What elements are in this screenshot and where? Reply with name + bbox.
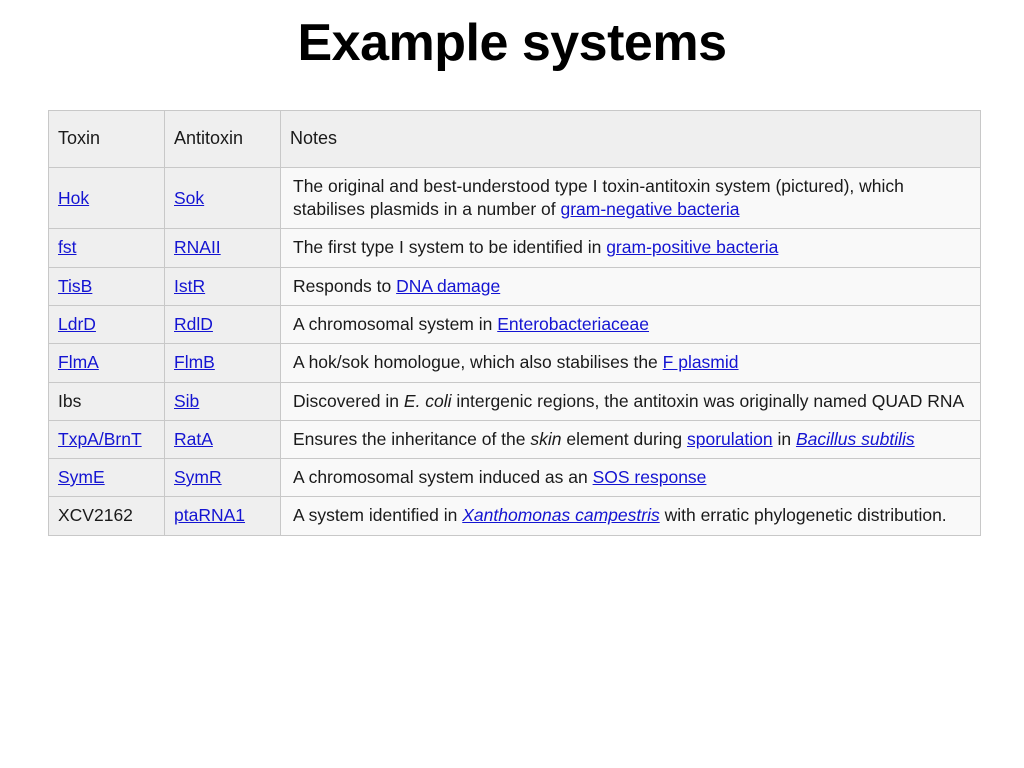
notes-link[interactable]: gram-positive bacteria [606,237,779,258]
notes-text: with erratic phylogenetic distribution. [659,505,947,526]
cell-notes: The original and best-understood type I … [280,166,981,230]
antitoxin-link[interactable]: Sok [174,187,205,208]
notes-text: The first type I system to be identified… [293,237,607,258]
notes-text: intergenic regions, the antitoxin was or… [451,390,965,411]
page-title: Example systems [297,14,728,72]
notes-link[interactable]: sporulation [687,428,773,449]
cell-antitoxin: RdlD [164,304,281,345]
cell-antitoxin: Sib [164,381,281,421]
notes-link[interactable]: gram-negative bacteria [560,199,740,220]
table-row: TxpA/BrnT RatA Ensures the inheritance of … [48,419,981,460]
antitoxin-link[interactable]: RNAII [174,237,221,258]
table-row: Hok Sok The original and best-understood t… [48,166,981,230]
notes-text: Discovered in [293,390,404,411]
notes-link[interactable]: SOS response [592,467,707,488]
antitoxin-link[interactable]: ptaRNA1 [174,505,246,526]
antitoxin-link[interactable]: FlmB [174,352,215,373]
toxin-link[interactable]: TxpA/BrnT [58,428,142,449]
antitoxin-link[interactable]: Sib [174,390,200,411]
cell-antitoxin: RNAII [164,228,281,268]
notes-text: A chromosomal system induced as an [293,467,593,488]
table-row: fst RNAII The first type I system to be id… [48,228,981,268]
cell-toxin: SymE [48,458,165,498]
cell-antitoxin: FlmB [164,343,281,383]
cell-toxin: Ibs [48,381,165,421]
cell-toxin: LdrD [48,304,165,345]
cell-notes: Responds to DNA damage [280,266,981,307]
column-header-antitoxin: Antitoxin [164,110,281,168]
notes-link[interactable]: Xanthomonas campestris [462,505,660,526]
notes-link[interactable]: DNA damage [396,275,501,296]
notes-text: The original and best-understood type I … [293,175,904,220]
notes-text: Ensures the inheritance of the [293,428,531,449]
cell-notes: The first type I system to be identified… [280,228,981,268]
table-header-row: Toxin Antitoxin Notes [48,110,981,168]
cell-notes: A hok/sok homologue, which also stabilis… [280,343,981,383]
antitoxin-link[interactable]: IstR [174,275,206,296]
notes-text: E. coli [403,390,452,411]
cell-toxin: FlmA [48,343,165,383]
cell-antitoxin: SymR [164,458,281,498]
cell-antitoxin: Sok [164,166,281,230]
notes-text: Responds to [293,275,397,296]
notes-text: element during [561,428,687,449]
example-systems-table: Toxin Antitoxin Notes Hok Sok The original… [48,110,981,536]
toxin-text: Ibs [58,390,82,411]
toxin-link[interactable]: Hok [58,187,90,208]
notes-link[interactable]: Enterobacteriaceae [497,314,650,334]
antitoxin-link[interactable]: RatA [174,428,213,449]
column-header-toxin: Toxin [48,110,165,168]
cell-toxin: TisB [48,266,165,307]
notes-text: A hok/sok homologue, which also stabilis… [293,352,663,373]
antitoxin-link[interactable]: RdlD [174,314,213,334]
cell-notes: A system identified in Xanthomonas campe… [280,496,981,536]
table-row: XCV2162 ptaRNA1 A system identified in Xan… [48,496,981,536]
table-row: Ibs Sib Discovered in E. coli intergenic r… [48,381,981,421]
notes-text: in [772,428,796,449]
toxin-link[interactable]: FlmA [58,352,99,373]
cell-notes: Discovered in E. coli intergenic regions… [280,381,981,421]
table-row: FlmA FlmB A hok/sok homologue, which also … [48,343,981,383]
cell-antitoxin: IstR [164,266,281,307]
cell-toxin: fst [48,228,165,268]
cell-notes: A chromosomal system induced as an SOS r… [280,458,981,498]
cell-antitoxin: ptaRNA1 [164,496,281,536]
table-header: Toxin Antitoxin Notes [48,110,981,168]
table-row: SymE SymR A chromosomal system induced as … [48,458,981,498]
column-header-notes: Notes [280,110,981,168]
notes-link[interactable]: Bacillus subtilis [795,428,915,449]
example-systems-table-wrapper: Toxin Antitoxin Notes Hok Sok The original… [48,110,981,536]
antitoxin-link[interactable]: SymR [174,467,222,488]
table-row: TisB IstR Responds to DNA damage [48,266,981,307]
toxin-link[interactable]: fst [58,237,77,258]
notes-text: skin [530,428,562,449]
cell-notes: Ensures the inheritance of the skin elem… [280,419,981,460]
cell-toxin: XCV2162 [48,496,165,536]
cell-antitoxin: RatA [164,419,281,460]
notes-text: A system identified in [293,505,463,526]
table-row: LdrD RdlD A chromosomal system in Enteroba… [48,304,981,345]
cell-toxin: TxpA/BrnT [48,419,165,460]
toxin-link[interactable]: LdrD [58,314,96,334]
table-body: Hok Sok The original and best-understood t… [48,166,981,536]
notes-text: A chromosomal system in [293,314,498,334]
toxin-text: XCV2162 [58,505,133,526]
cell-toxin: Hok [48,166,165,230]
toxin-link[interactable]: TisB [58,275,93,296]
notes-link[interactable]: F plasmid [662,352,739,373]
toxin-link[interactable]: SymE [58,467,105,488]
cell-notes: A chromosomal system in Enterobacteriace… [280,304,981,345]
